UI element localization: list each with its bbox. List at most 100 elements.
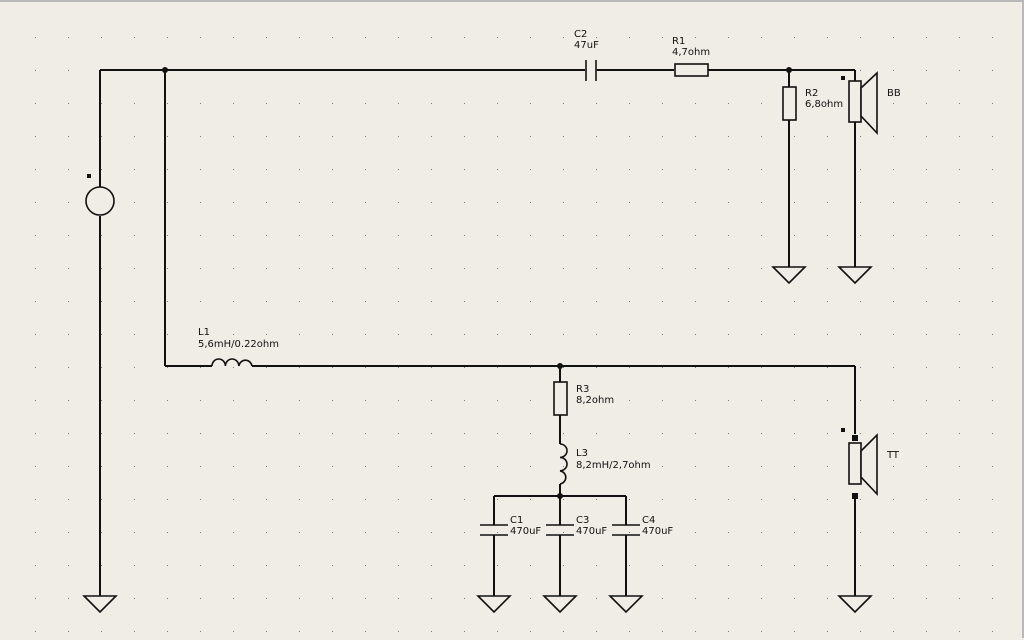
grid-dot: [200, 532, 201, 533]
grid-dot: [35, 631, 36, 632]
grid-dot: [299, 235, 300, 236]
grid-dot: [761, 169, 762, 170]
resistor-body-icon: [782, 86, 797, 121]
capacitor-c2[interactable]: C2 47uF: [574, 29, 599, 81]
grid-dot: [860, 70, 861, 71]
grid-dot: [233, 565, 234, 566]
grid-dot: [497, 103, 498, 104]
grid-dot: [299, 400, 300, 401]
grid-dot: [761, 466, 762, 467]
grid-dot: [992, 334, 993, 335]
grid-dot: [497, 301, 498, 302]
grid-dot: [332, 400, 333, 401]
speaker-coil-icon: [848, 80, 862, 123]
grid-dot: [959, 565, 960, 566]
grid-dot: [794, 400, 795, 401]
capacitor-c1[interactable]: C1 470uF: [480, 515, 541, 537]
grid-dot: [332, 532, 333, 533]
grid-dot: [464, 466, 465, 467]
grid-dot: [596, 103, 597, 104]
ground-icon[interactable]: [837, 595, 873, 614]
grid-dot: [35, 367, 36, 368]
grid-dot: [926, 433, 927, 434]
grid-dot: [233, 103, 234, 104]
grid-dot: [794, 433, 795, 434]
grid-dot: [101, 466, 102, 467]
ground-icon[interactable]: [476, 595, 512, 614]
grid-dot: [629, 235, 630, 236]
grid-dot: [794, 37, 795, 38]
speaker-bb[interactable]: BB: [841, 71, 901, 136]
grid-dot: [596, 268, 597, 269]
inductor-l3[interactable]: L3 8,2mH/2,7ohm: [559, 443, 651, 485]
capacitor-c4[interactable]: C4 470uF: [612, 515, 673, 537]
grid-dot: [959, 466, 960, 467]
grid-dot: [35, 70, 36, 71]
grid-dot: [563, 565, 564, 566]
grid-dot: [662, 103, 663, 104]
grid-dot: [233, 631, 234, 632]
grid-dot: [167, 235, 168, 236]
grid-dot: [695, 367, 696, 368]
resistor-body-icon: [553, 381, 568, 416]
resistor-r1[interactable]: R1 4,7ohm: [672, 36, 710, 77]
capacitor-c3[interactable]: C3 470uF: [546, 515, 607, 537]
grid-dot: [101, 631, 102, 632]
ground-icon[interactable]: [771, 266, 807, 285]
grid-dot: [233, 433, 234, 434]
junction-node: [162, 67, 168, 73]
grid-dot: [233, 598, 234, 599]
grid-dot: [266, 433, 267, 434]
speaker-polarity-marker: [841, 76, 845, 80]
grid-dot: [167, 367, 168, 368]
grid-dot: [992, 532, 993, 533]
grid-dot: [926, 565, 927, 566]
grid-dot: [431, 367, 432, 368]
grid-dot: [266, 631, 267, 632]
ground-icon[interactable]: [608, 595, 644, 614]
grid-dot: [101, 499, 102, 500]
ground-icon[interactable]: [82, 595, 118, 614]
grid-dot: [233, 400, 234, 401]
grid-dot: [497, 334, 498, 335]
speaker-cone-icon: [860, 71, 878, 136]
grid-dot: [926, 37, 927, 38]
grid-dot: [662, 334, 663, 335]
grid-dot: [992, 565, 993, 566]
inductor-l1[interactable]: L1 5,6mH/0.22ohm: [198, 327, 279, 367]
tt-ref-label: TT: [886, 450, 900, 461]
grid-dot: [299, 631, 300, 632]
grid-dot: [299, 301, 300, 302]
grid-dot: [101, 235, 102, 236]
grid-dot: [629, 367, 630, 368]
resistor-r3[interactable]: R3 8,2ohm: [553, 381, 614, 416]
grid-dot: [266, 565, 267, 566]
grid-dot: [233, 532, 234, 533]
grid-dot: [68, 598, 69, 599]
grid-dot: [761, 499, 762, 500]
grid-dot: [167, 169, 168, 170]
resistor-r2[interactable]: R2 6,8ohm: [782, 86, 843, 121]
grid-dot: [398, 103, 399, 104]
ground-icon[interactable]: [542, 595, 578, 614]
grid-dot: [233, 136, 234, 137]
wires: [99, 69, 856, 596]
ground-icon[interactable]: [837, 266, 873, 285]
grid-dot: [497, 433, 498, 434]
l1-ref-label: L1: [198, 327, 210, 338]
signal-source[interactable]: [85, 174, 115, 216]
grid-dot: [332, 301, 333, 302]
grid-dot: [266, 499, 267, 500]
grid-dot: [695, 433, 696, 434]
r1-value-label: 4,7ohm: [672, 47, 710, 58]
grid-dot: [893, 268, 894, 269]
grid-dot: [860, 367, 861, 368]
grid-dot: [629, 466, 630, 467]
grid-dot: [398, 367, 399, 368]
grid-dot: [332, 202, 333, 203]
speaker-tt[interactable]: TT: [841, 428, 900, 499]
grid-dot: [200, 301, 201, 302]
grid-dot: [992, 433, 993, 434]
